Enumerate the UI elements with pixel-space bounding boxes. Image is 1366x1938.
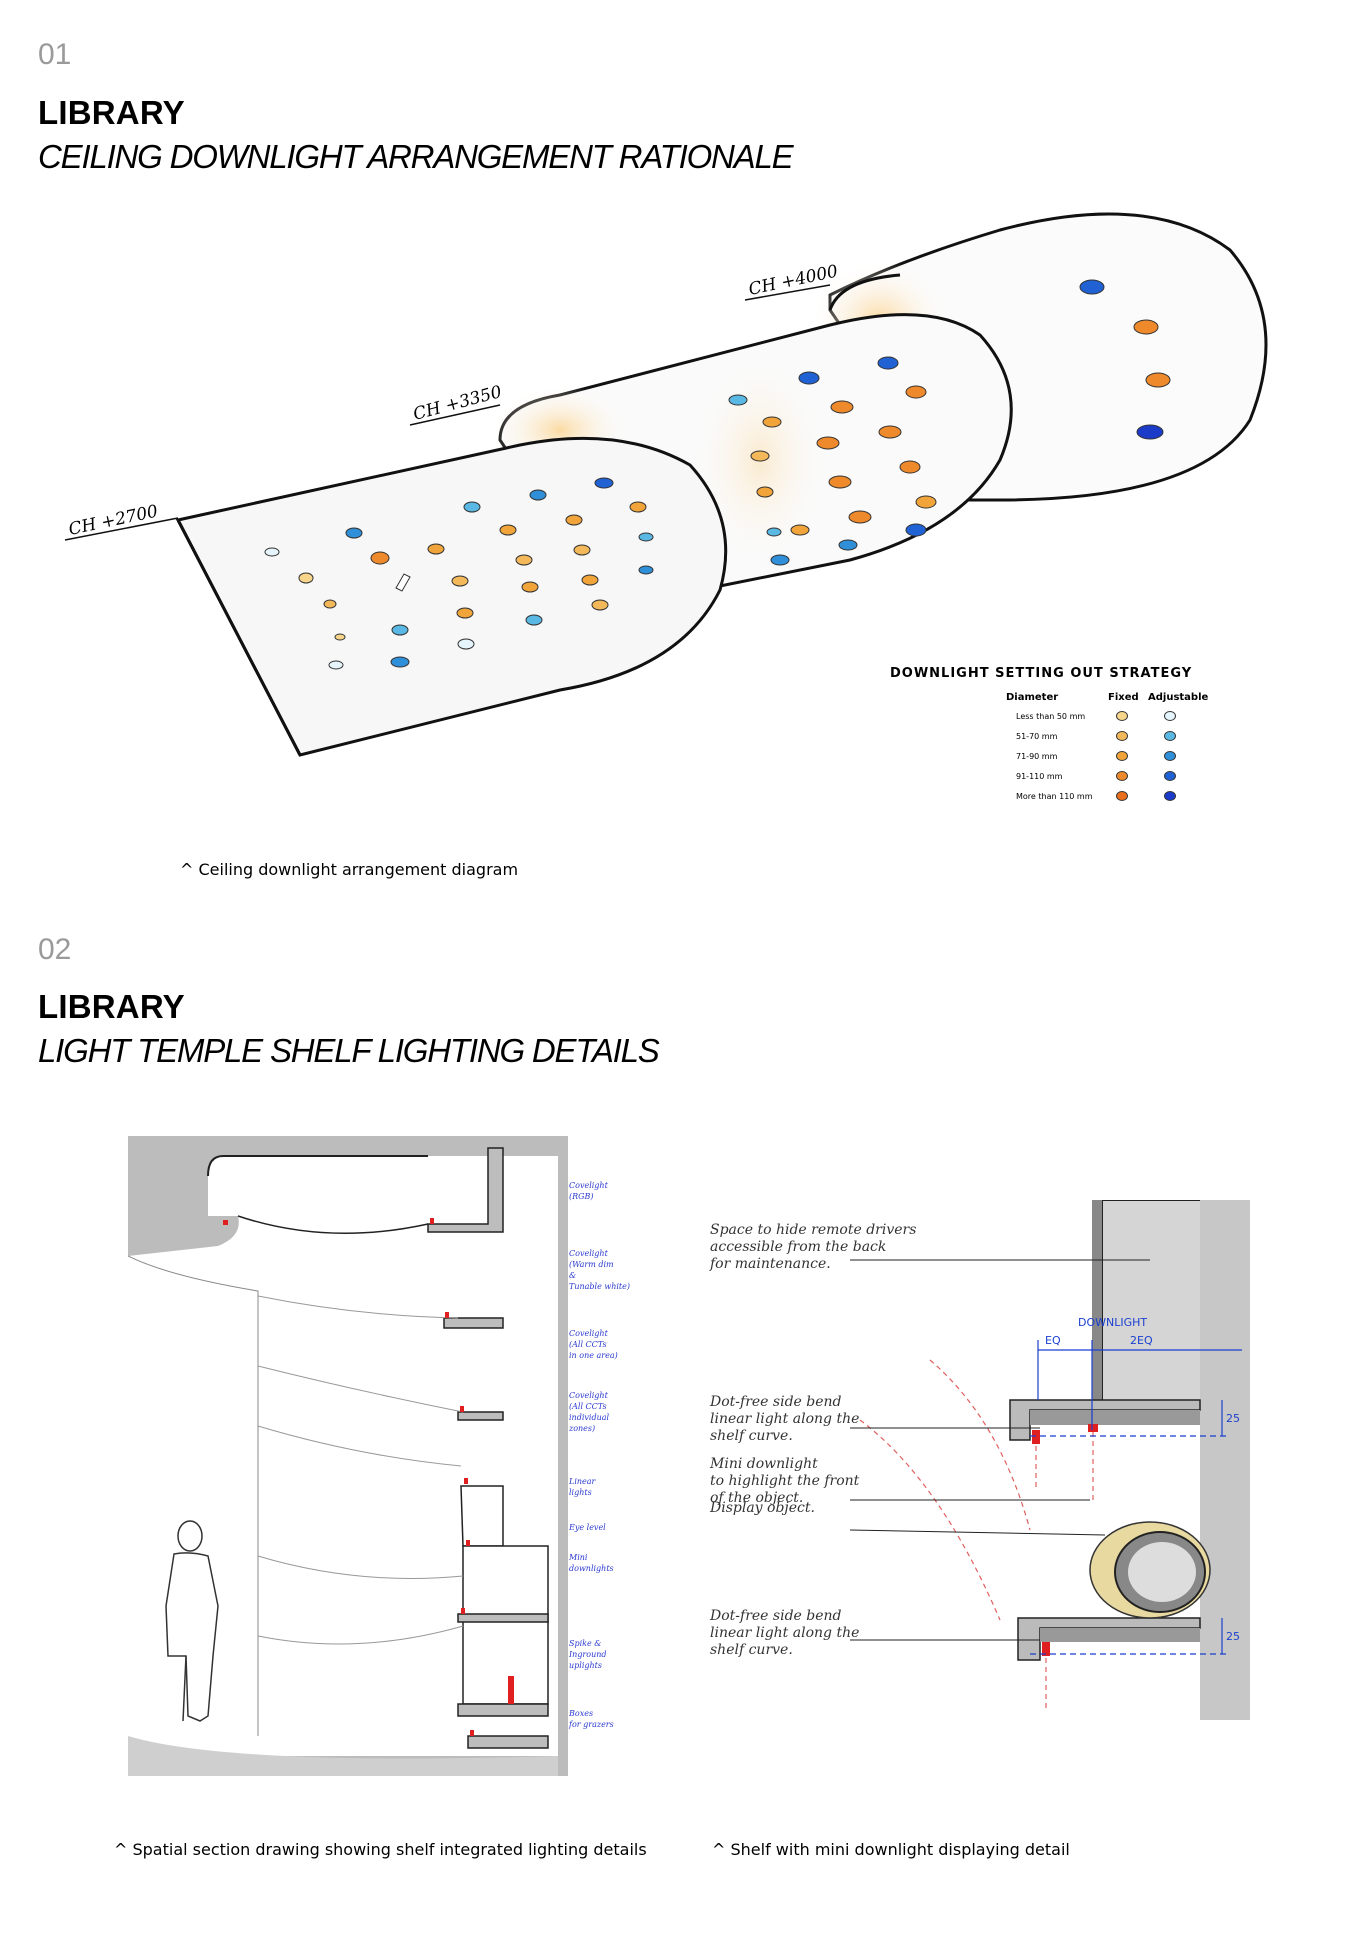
annotation-text: to highlight the front bbox=[710, 1473, 860, 1489]
legend-dot-fixed bbox=[1116, 771, 1128, 781]
section-title: LIBRARY bbox=[38, 94, 185, 131]
legend-col-diameter: Diameter bbox=[1006, 692, 1059, 703]
legend-col-fixed: Fixed bbox=[1108, 692, 1139, 703]
figure-caption-left: ^ Spatial section drawing showing shelf … bbox=[114, 1840, 647, 1859]
legend-dot-adjustable bbox=[1164, 731, 1176, 741]
legend-row-label: More than 110 mm bbox=[1016, 792, 1093, 801]
annotation-text: Dot-free side bend bbox=[709, 1608, 842, 1624]
annotation-text: Space to hide remote drivers bbox=[710, 1222, 916, 1238]
legend-dot-adjustable bbox=[1164, 711, 1176, 721]
section-number: 02 bbox=[38, 933, 72, 966]
dim-2eq: 2EQ bbox=[1130, 1334, 1153, 1347]
annotation-text: shelf curve. bbox=[710, 1428, 793, 1444]
legend-dot-fixed bbox=[1116, 791, 1128, 801]
annotation-text: shelf curve. bbox=[710, 1642, 793, 1658]
annotation-text: in one area) bbox=[569, 1351, 618, 1360]
annotation-text: Tunable white) bbox=[569, 1282, 630, 1291]
annotation-text: for maintenance. bbox=[709, 1256, 831, 1272]
legend: DOWNLIGHT SETTING OUT STRATEGY Diameter … bbox=[890, 666, 1230, 806]
annotation-text: Dot-free side bend bbox=[709, 1394, 842, 1410]
annotation-text: Spike & bbox=[569, 1639, 601, 1648]
left-annotations: Covelight (RGB) Covelight (Warm dim & Tunable… bbox=[568, 1181, 630, 1729]
display-object bbox=[1089, 1521, 1211, 1619]
legend-dot-adjustable bbox=[1164, 791, 1176, 801]
figure-caption: ^ Ceiling downlight arrangement diagram bbox=[180, 860, 519, 879]
ch-label-3350: CH +3350 bbox=[409, 382, 504, 426]
legend-dot-fixed bbox=[1116, 711, 1128, 721]
annotation-text: uplights bbox=[569, 1661, 602, 1670]
legend-row-label: 91-110 mm bbox=[1016, 772, 1063, 781]
annotation-text: lights bbox=[569, 1488, 592, 1497]
annotation-text: (RGB) bbox=[569, 1192, 594, 1201]
legend-dot-adjustable bbox=[1164, 771, 1176, 781]
annotation-text: Boxes bbox=[568, 1709, 593, 1718]
section-subtitle: LIGHT TEMPLE SHELF LIGHTING DETAILS bbox=[38, 1032, 660, 1069]
annotation-text: Display object. bbox=[709, 1500, 815, 1516]
annotation-text: (All CCTs bbox=[569, 1402, 607, 1411]
legend-title: DOWNLIGHT SETTING OUT STRATEGY bbox=[890, 666, 1193, 681]
dim-downlight: DOWNLIGHT bbox=[1078, 1316, 1147, 1329]
section-title: LIBRARY bbox=[38, 988, 185, 1025]
dim-eq: EQ bbox=[1045, 1334, 1061, 1347]
annotation-text: & bbox=[569, 1271, 576, 1280]
annotation-text: accessible from the back bbox=[710, 1239, 886, 1255]
legend-row-label: Less than 50 mm bbox=[1016, 712, 1086, 721]
spatial-section-drawing: Covelight (RGB) Covelight (Warm dim & Tunable… bbox=[128, 1136, 630, 1776]
annotation-text: Covelight bbox=[569, 1329, 609, 1338]
dim-gap-top: 25 bbox=[1226, 1412, 1240, 1425]
annotation-text: (Warm dim bbox=[569, 1260, 614, 1269]
annotation-text: individual bbox=[569, 1413, 610, 1422]
legend-dot-adjustable bbox=[1164, 751, 1176, 761]
svg-text:CH +3350: CH +3350 bbox=[411, 382, 504, 425]
annotation-text: Covelight bbox=[569, 1249, 609, 1258]
annotation-text: linear light along the bbox=[710, 1625, 859, 1641]
legend-dot-fixed bbox=[1116, 731, 1128, 741]
legend-row-label: 51-70 mm bbox=[1016, 732, 1058, 741]
annotation-text: Covelight bbox=[569, 1181, 609, 1190]
annotation-text: (All CCTs bbox=[569, 1340, 607, 1349]
annotation-text: Mini bbox=[568, 1553, 588, 1562]
annotation-text: for grazers bbox=[568, 1720, 614, 1729]
annotation-text: Inground bbox=[568, 1650, 607, 1659]
ch-label-2700: CH +2700 bbox=[64, 501, 179, 541]
annotation-text: Eye level bbox=[568, 1523, 606, 1532]
annotation-text: Mini downlight bbox=[709, 1456, 818, 1472]
annotation-text: linear light along the bbox=[710, 1411, 859, 1427]
section-subtitle: CEILING DOWNLIGHT ARRANGEMENT RATIONALE bbox=[38, 138, 794, 175]
dim-gap-bottom: 25 bbox=[1226, 1630, 1240, 1643]
person-figure bbox=[165, 1520, 219, 1722]
annotation-text: downlights bbox=[569, 1564, 614, 1573]
ceiling-barrel-2700 bbox=[175, 436, 728, 757]
legend-row-label: 71-90 mm bbox=[1016, 752, 1058, 761]
legend-dot-fixed bbox=[1116, 751, 1128, 761]
downlight-dots bbox=[264, 279, 1171, 670]
svg-text:CH +2700: CH +2700 bbox=[67, 501, 160, 539]
legend-col-adjustable: Adjustable bbox=[1148, 692, 1209, 703]
section-number: 01 bbox=[38, 38, 72, 71]
ceiling-downlight-diagram: CH +2700 CH +3350 CH +4000 bbox=[64, 212, 1268, 757]
annotation-text: Covelight bbox=[569, 1391, 609, 1400]
annotation-text: zones) bbox=[568, 1424, 595, 1433]
annotation-text: of the object. bbox=[710, 1490, 803, 1506]
figure-caption-right: ^ Shelf with mini downlight displaying d… bbox=[712, 1840, 1070, 1859]
annotation-text: Linear bbox=[568, 1477, 597, 1486]
